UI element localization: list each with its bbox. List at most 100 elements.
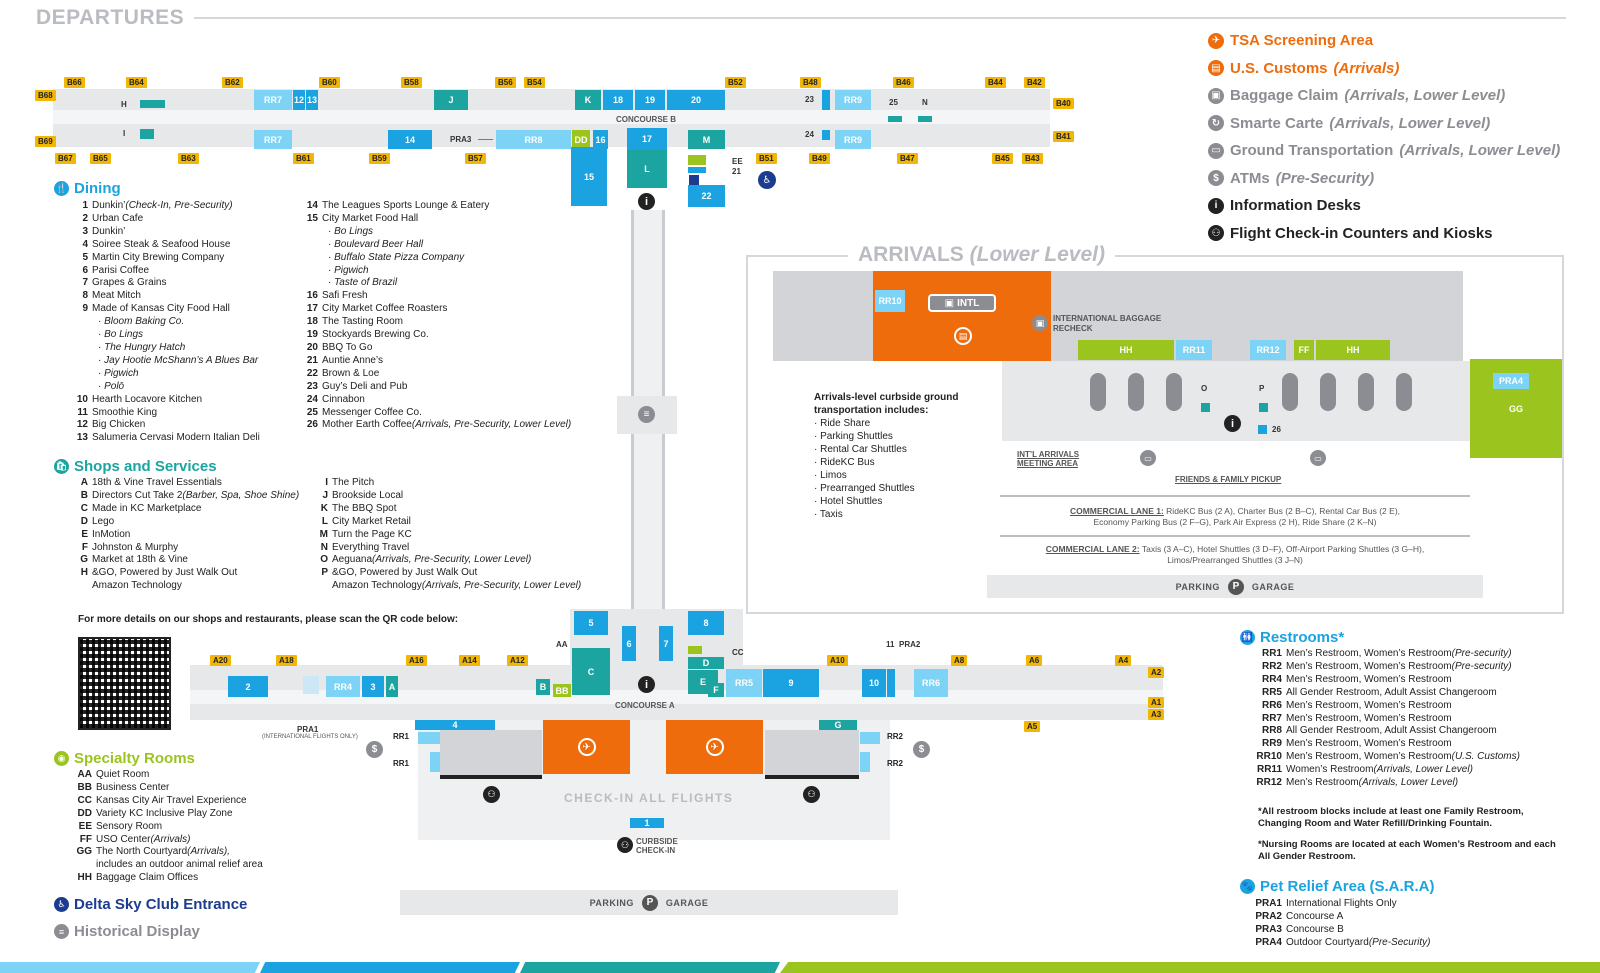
- list-text: Made of Kansas City Food Hall: [92, 303, 230, 315]
- list-key: DD: [77, 807, 92, 819]
- gate-b41: B41: [1053, 131, 1074, 142]
- ground-transport-icon-1: ▭: [1140, 450, 1156, 466]
- gate-b69: B69: [35, 136, 56, 147]
- specialty-cc: [688, 646, 702, 654]
- dining-21: [688, 167, 706, 173]
- list-key: 11: [77, 406, 88, 418]
- ground-transport-list: Arrivals-level curbside ground transport…: [814, 391, 974, 521]
- legend-sub: (Arrivals): [1333, 59, 1400, 77]
- list-text: Market at 18th & Vine: [92, 554, 188, 566]
- shop-b: B: [536, 679, 550, 695]
- shop-i-label: I: [123, 129, 126, 138]
- dining-24-label: 24: [805, 130, 814, 139]
- concourse-b-label: CONCOURSE B: [616, 115, 677, 124]
- rr4: RR4: [326, 676, 360, 697]
- list-text: Brown & Loe: [322, 367, 380, 379]
- tsa-area-left: ✈: [543, 720, 630, 774]
- dining-1: 1: [630, 818, 664, 828]
- list-key: 22: [306, 367, 318, 379]
- list-text: 18th & Vine Travel Essentials: [92, 477, 222, 488]
- list-key: 19: [306, 329, 318, 341]
- list-key: 6: [82, 264, 88, 276]
- list-text: Johnston & Murphy: [92, 541, 179, 553]
- customs-icon: ▤: [954, 327, 972, 345]
- list-text: &GO, Powered by Just Walk Out: [332, 567, 478, 579]
- rr9-top: RR9: [835, 90, 871, 110]
- list-text: Soiree Steak & Seafood House: [92, 238, 231, 250]
- list-note: (Arrivals, Lower Level): [1373, 764, 1473, 776]
- gate-b48: B48: [800, 77, 821, 88]
- rr7-bottom: RR7: [254, 130, 292, 149]
- list-text: Kansas City Air Travel Experience: [96, 794, 247, 806]
- ground-transport-icon: ▭: [1208, 142, 1224, 159]
- concourse-b-walkway: [53, 110, 1050, 124]
- list-text: Cinnabon: [322, 393, 365, 405]
- list-sub-item: · Buffalo State Pizza Company: [328, 251, 465, 263]
- curbside-label: CURBSIDE CHECK-IN: [636, 837, 678, 855]
- ground-transport-title: Arrivals-level curbside ground transport…: [814, 392, 959, 416]
- shop-g: G: [819, 720, 857, 730]
- list-text: Everything Travel: [332, 541, 410, 553]
- list-text: USO Center: [96, 833, 151, 845]
- qr-code: [78, 637, 171, 730]
- list-text: The BBQ Spot: [332, 502, 397, 514]
- checkin-left-bar: [440, 775, 542, 779]
- specialty-cc-label: CC: [732, 648, 744, 657]
- gate-a10: A10: [827, 655, 848, 666]
- list-text: International Flights Only: [1286, 898, 1397, 909]
- arrivals-title-main: ARRIVALS: [858, 243, 964, 266]
- legend-item: ↻Smarte Carte(Arrivals, Lower Level): [1208, 115, 1490, 132]
- list-text: Lego: [92, 515, 115, 527]
- list-item: includes an outdoor animal relief area: [70, 859, 263, 872]
- pet-title-text: Pet Relief Area (S.A.R.A): [1260, 878, 1435, 895]
- gate-b64: B64: [126, 77, 147, 88]
- list-sub-item: · Bo Lings: [98, 329, 144, 341]
- rr2-label-2: RR2: [887, 759, 904, 768]
- historical-title: ≡ Historical Display: [54, 923, 200, 940]
- gate-a18: A18: [276, 655, 297, 666]
- baggage-carousel: [1358, 373, 1374, 411]
- rr9-bottom: RR9: [835, 130, 871, 149]
- list-note: (Arrivals, Pre-Security, Lower Level): [372, 554, 532, 566]
- baggage-carousel: [1166, 373, 1182, 411]
- list-key: M: [319, 528, 328, 540]
- gate-a2: A2: [1148, 667, 1165, 678]
- list-text: The North Courtyard: [96, 846, 188, 858]
- list-text: includes an outdoor animal relief area: [96, 859, 263, 871]
- customs-icon: ▤: [1208, 60, 1224, 76]
- list-key: P: [321, 567, 328, 579]
- specialty-title: ◉ Specialty Rooms: [54, 750, 195, 767]
- gate-a20: A20: [210, 655, 231, 666]
- list-note: (Arrivals): [150, 833, 191, 845]
- dining-11: [887, 669, 895, 697]
- baggage-carousel: [1090, 373, 1106, 411]
- lane-2-label: COMMERCIAL LANE 2:: [1045, 544, 1140, 554]
- list-text: Men’s Restroom, Women’s Restroom: [1286, 648, 1452, 659]
- legend-label: Baggage Claim: [1230, 87, 1339, 104]
- list-key: 4: [82, 238, 88, 250]
- list-text: Men’s Restroom, Women’s Restroom: [1286, 673, 1452, 685]
- dining-21-label: 21: [732, 167, 741, 176]
- ground-transport-item: · Prearranged Shuttles: [814, 483, 915, 494]
- baggage-carousel: [1320, 373, 1336, 411]
- header-rule: [194, 17, 1566, 19]
- list-text: Martin City Brewing Company: [92, 251, 225, 263]
- list-text: Men’s Restroom: [1286, 777, 1359, 789]
- ground-transport-item: · Ride Share: [814, 418, 871, 429]
